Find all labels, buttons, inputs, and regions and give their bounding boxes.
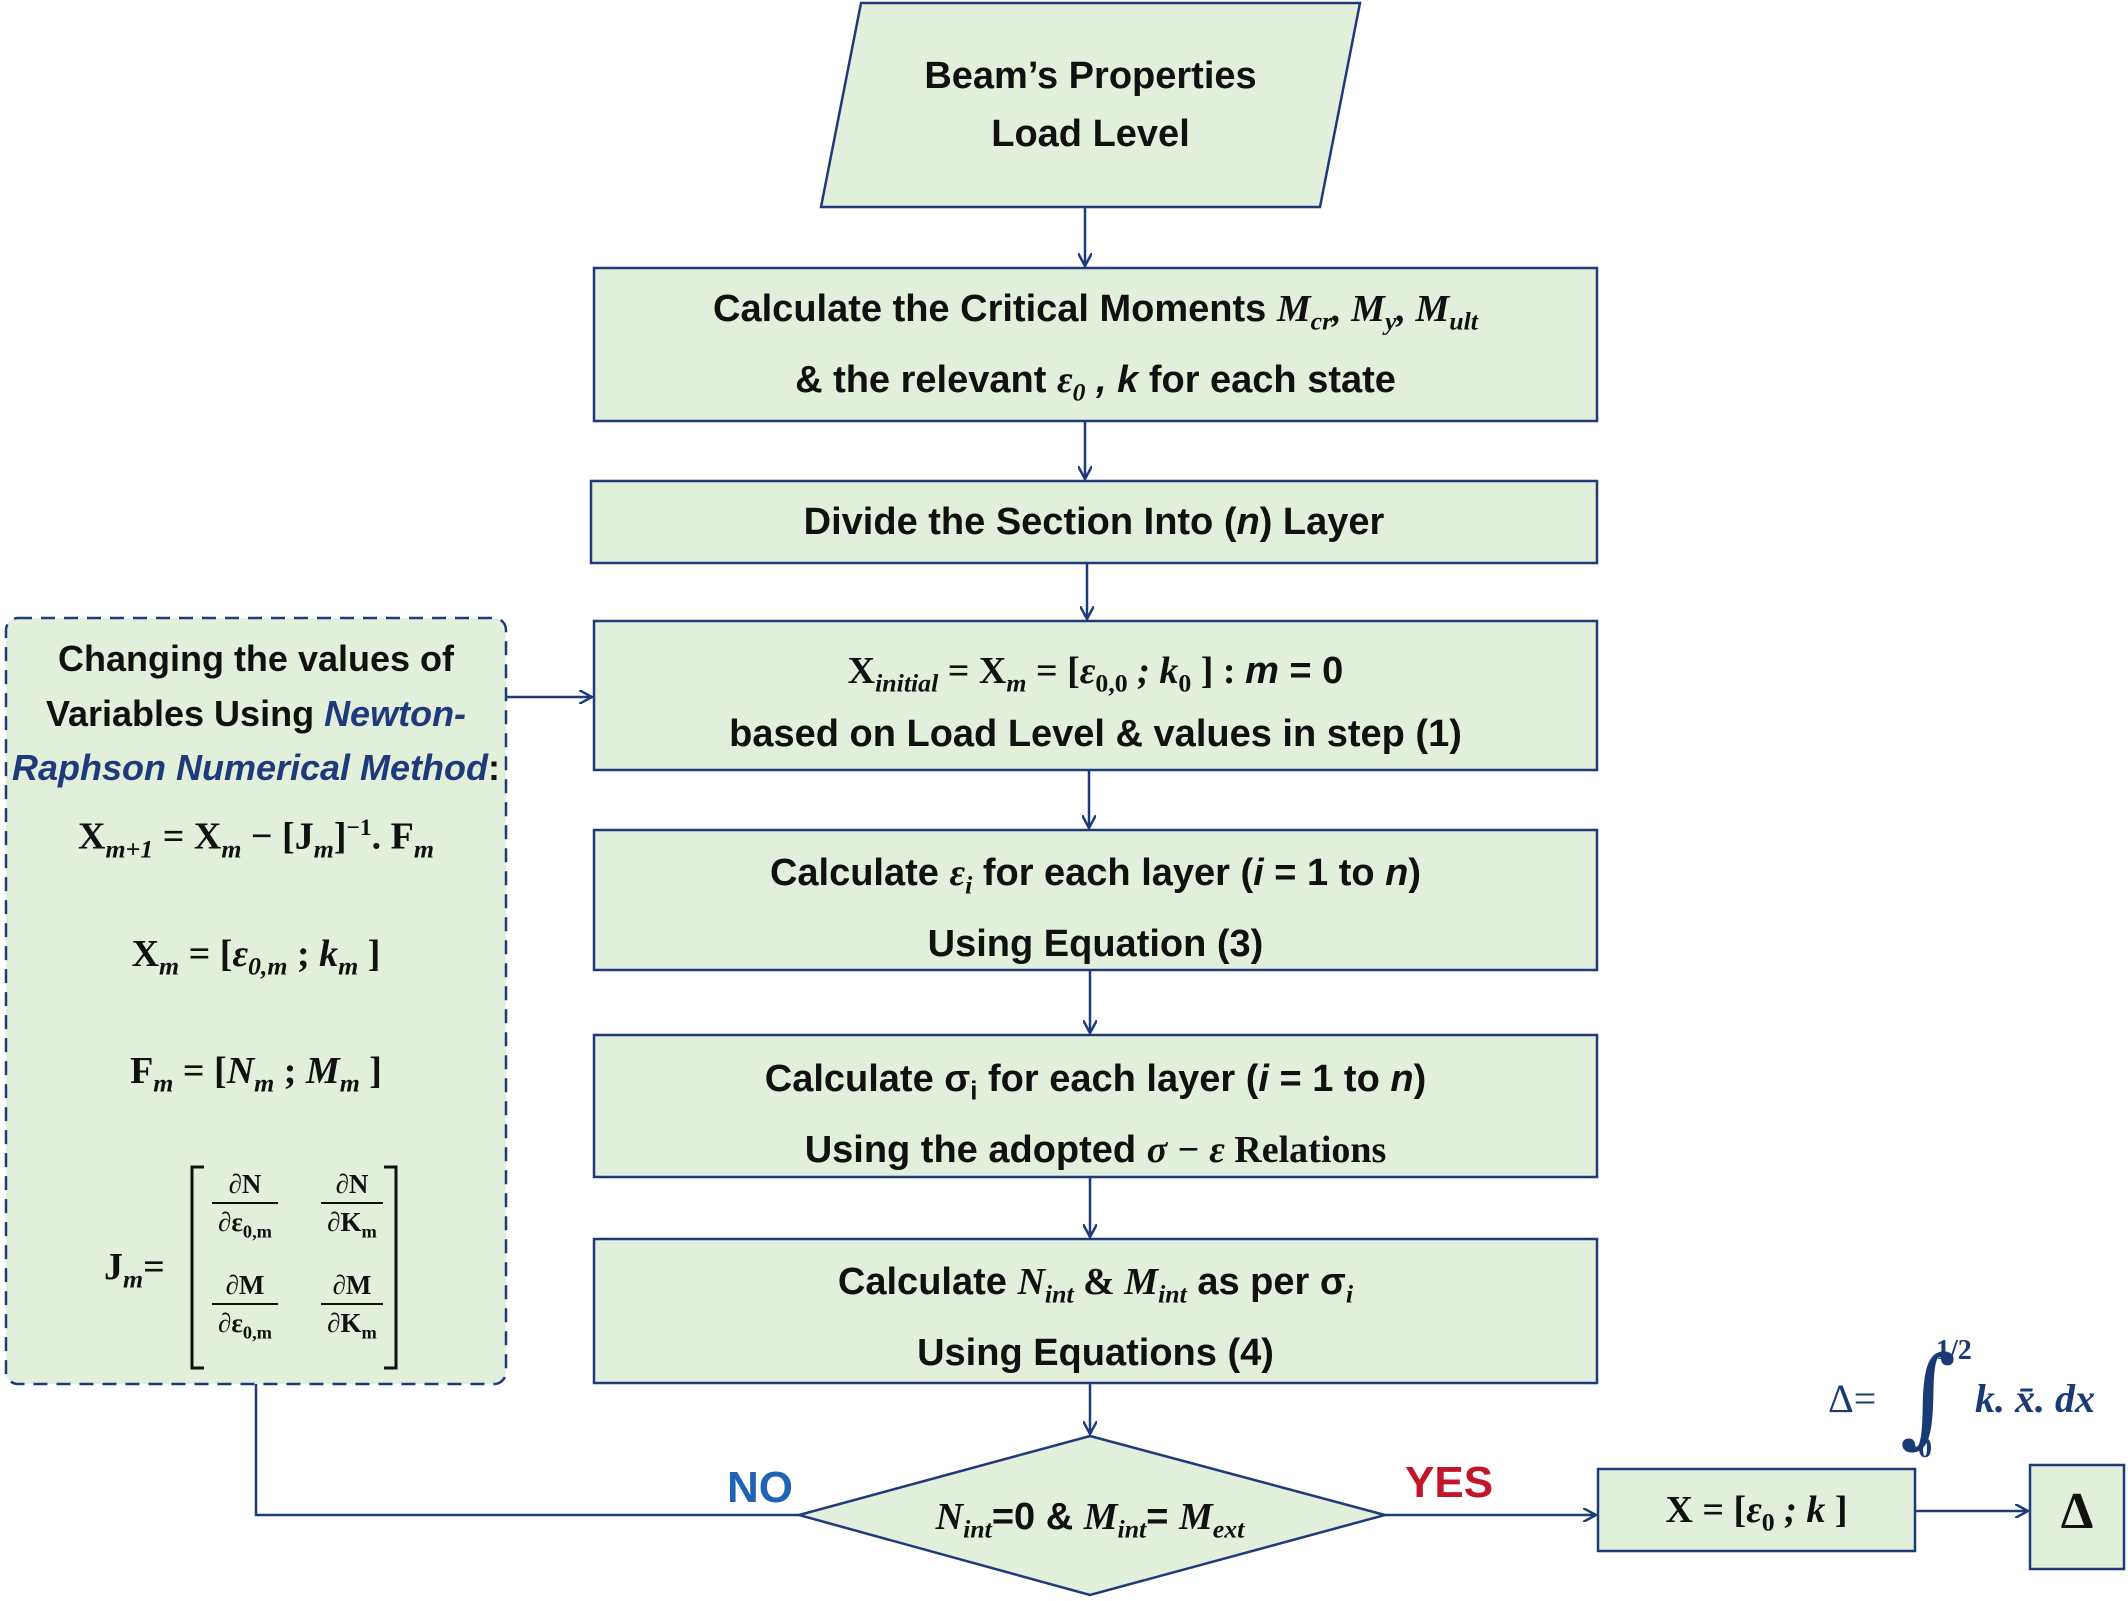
step4-box: [592, 828, 1599, 972]
panel-line3: Raphson Numerical Method:: [11, 747, 501, 788]
step5-line2: Using the adopted σ − ε Relations: [804, 1128, 1387, 1171]
jm-cell-22: ∂M∂Km: [312, 1267, 392, 1350]
no-loop-line: [254, 1384, 799, 1517]
decision-diamond: [794, 1434, 1390, 1597]
step1-text: Calculate the Critical Moments Mcr, My, …: [594, 280, 1597, 421]
step4-text: Calculate εi for each layer (i = 1 to n)…: [594, 844, 1597, 973]
panel-xm-eq: Xm = [ε0,m ; km ]: [131, 933, 381, 981]
input-parallelogram: [819, 1, 1362, 209]
jm-left-bracket: [190, 1165, 204, 1370]
step1-line1: Calculate the Critical Moments Mcr, My, …: [713, 288, 1478, 336]
delta-formula-integrand: k. x̄. dx: [1975, 1376, 2095, 1421]
panel-line1: Changing the values of: [57, 638, 455, 679]
delta-formula-lower: 0: [1918, 1433, 1932, 1464]
step2-text: Divide the Section Into (n) Layer: [803, 501, 1385, 543]
delta-formula-lhs: Δ=: [1828, 1376, 1877, 1421]
integral-sign: ∫: [1900, 1334, 1956, 1459]
input-line2: Load Level: [991, 113, 1190, 155]
step5-text: Calculate σi for each layer (i = 1 to n)…: [594, 1050, 1597, 1179]
step4-line1: Calculate εi for each layer (i = 1 to n): [769, 852, 1422, 900]
delta-formula-upper: 1/2: [1936, 1335, 1972, 1366]
panel-update-eq: Xm+1 = Xm − [Jm]−1. Fm: [78, 815, 434, 864]
step1-line2: & the relevant ε0 , k for each state: [795, 358, 1396, 407]
delta-symbol: Δ: [2060, 1483, 2094, 1540]
step3-line2: based on Load Level & values in step (1): [729, 712, 1462, 755]
delta-box: [2028, 1463, 2126, 1571]
step3-box: [592, 619, 1599, 772]
step3-line1: Xinitial = Xm = [ε0,0 ; k0 ] : m = 0: [847, 650, 1344, 698]
step6-text: Calculate Nint & Mint as per σi Using Eq…: [594, 1253, 1597, 1382]
no-label: NO: [727, 1463, 793, 1512]
step5-box: [592, 1033, 1599, 1179]
step5-line1: Calculate σi for each layer (i = 1 to n): [764, 1058, 1427, 1106]
jm-right-bracket: [384, 1165, 398, 1370]
step6-line1: Calculate Nint & Mint as per σi: [837, 1261, 1354, 1309]
step3-text: Xinitial = Xm = [ε0,0 ; k0 ] : m = 0 bas…: [594, 642, 1597, 763]
step1-box: [592, 266, 1599, 423]
step4-line2: Using Equation (3): [927, 922, 1264, 965]
panel-line2: Variables Using Newton-: [45, 693, 467, 734]
input-line1: Beam’s Properties: [924, 55, 1257, 97]
input-text: Beam’s Properties Load Level: [821, 47, 1360, 163]
panel-fm-eq: Fm = [Nm ; Mm ]: [130, 1050, 382, 1098]
newton-raphson-panel: [4, 616, 508, 1386]
step2-box: [589, 479, 1599, 565]
yes-label: YES: [1405, 1458, 1494, 1507]
jm-cell-21: ∂M∂ε0,m: [200, 1267, 290, 1350]
step6-line2: Using Equations (4): [917, 1331, 1274, 1374]
jm-cell-12: ∂N∂Km: [312, 1166, 392, 1249]
step6-box: [592, 1237, 1599, 1385]
jm-cell-11: ∂N∂ε0,m: [200, 1166, 290, 1249]
result-box: [1596, 1467, 1917, 1553]
result-text: X = [ε0 ; k ]: [1665, 1489, 1848, 1537]
panel-jm-label: Jm=: [104, 1246, 165, 1294]
decision-text: Nint=0 & Mint= Mext: [935, 1496, 1245, 1544]
